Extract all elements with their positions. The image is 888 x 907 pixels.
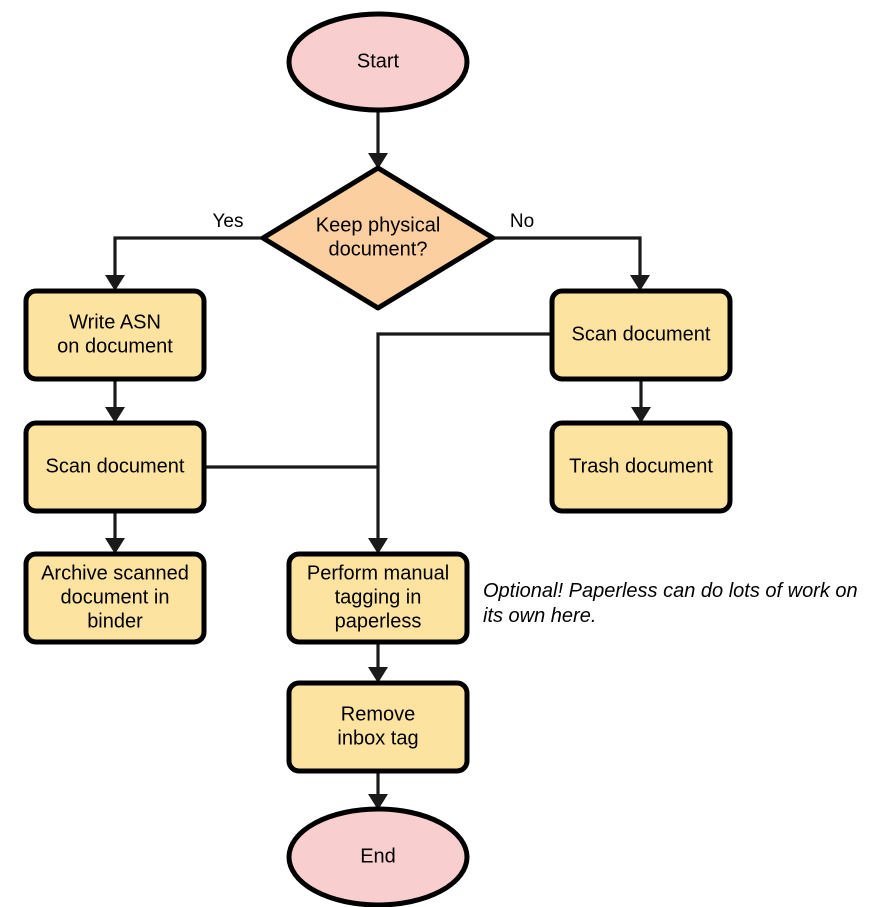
node-label-line: Scan document bbox=[46, 455, 185, 477]
node-label-line: Write ASN bbox=[69, 311, 161, 333]
edge-decision-yes: Yes bbox=[105, 211, 263, 291]
arrowhead-icon bbox=[105, 275, 125, 291]
process-shape bbox=[286, 680, 470, 774]
terminator-shape bbox=[286, 11, 470, 113]
process-shape bbox=[549, 420, 733, 514]
edge-start-to-decision bbox=[368, 110, 388, 169]
arrowhead-icon bbox=[105, 538, 125, 554]
process-shape bbox=[23, 551, 207, 645]
edge-writeasn-to-scanleft bbox=[105, 379, 125, 423]
node-label-line: binder bbox=[87, 610, 143, 632]
arrowhead-icon bbox=[368, 667, 388, 683]
edge-scanright-to-trash bbox=[631, 379, 651, 423]
node-label-line: on document bbox=[57, 335, 173, 357]
terminator-shape bbox=[286, 806, 470, 907]
edge-scanleft-to-archive bbox=[105, 511, 125, 554]
arrowhead-icon bbox=[368, 538, 388, 554]
node-label-line: tagging in bbox=[335, 586, 422, 608]
node-label-line: Keep physical bbox=[316, 214, 441, 236]
arrowhead-icon bbox=[105, 407, 125, 423]
node-label-line: Archive scanned bbox=[41, 562, 189, 584]
node-label-line: Start bbox=[357, 50, 400, 72]
node-label-line: Scan document bbox=[572, 323, 711, 345]
annotations-layer: Optional! Paperless can do lots of work … bbox=[483, 580, 858, 627]
process-shape bbox=[286, 551, 470, 645]
node-label-line: document? bbox=[329, 238, 428, 260]
node-trash[interactable]: Trash document bbox=[549, 420, 733, 514]
edge-label-decision-yes: Yes bbox=[213, 211, 244, 232]
annotation-line: Optional! Paperless can do lots of work … bbox=[483, 580, 858, 602]
arrowhead-icon bbox=[368, 794, 388, 810]
arrowhead-icon bbox=[631, 407, 651, 423]
decision-shape bbox=[260, 165, 496, 311]
edge-remove-to-end bbox=[368, 771, 388, 810]
edge-path bbox=[376, 332, 552, 547]
node-label-line: Remove bbox=[341, 703, 415, 725]
node-start[interactable]: Start bbox=[286, 11, 470, 113]
node-scan_right[interactable]: Scan document bbox=[549, 288, 733, 382]
arrowhead-icon bbox=[368, 153, 388, 169]
annotation-optional-note: Optional! Paperless can do lots of work … bbox=[483, 580, 858, 627]
node-label-line: Perform manual bbox=[307, 562, 449, 584]
edge-path bbox=[113, 236, 263, 284]
edge-tagging-to-remove bbox=[368, 642, 388, 683]
node-label-line: Trash document bbox=[569, 455, 713, 477]
node-label-line: paperless bbox=[335, 610, 422, 632]
node-label-line: document in bbox=[61, 586, 170, 608]
node-scan_left[interactable]: Scan document bbox=[23, 420, 207, 514]
edge-label-decision-no: No bbox=[510, 211, 534, 232]
node-end[interactable]: End bbox=[286, 806, 470, 907]
arrowhead-icon bbox=[630, 275, 650, 291]
edge-scanright-to-tagging bbox=[368, 332, 552, 554]
annotation-line: its own here. bbox=[483, 605, 596, 627]
node-label-line: inbox tag bbox=[337, 727, 418, 749]
process-shape bbox=[23, 288, 207, 382]
edges-layer: Yes No bbox=[105, 110, 651, 810]
edge-path bbox=[493, 236, 642, 284]
node-label-line: End bbox=[360, 845, 396, 867]
process-shape bbox=[549, 288, 733, 382]
process-shape bbox=[23, 420, 207, 514]
edge-decision-no: No bbox=[493, 211, 650, 291]
